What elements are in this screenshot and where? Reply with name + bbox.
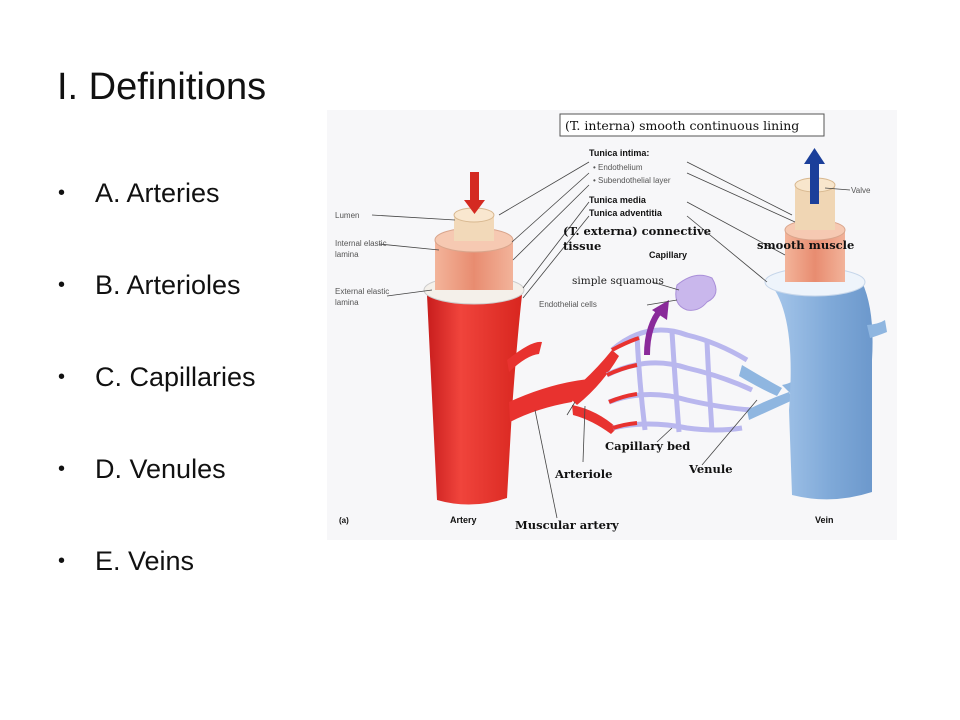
internal-elastic-lamina-label-line2: lamina [335, 250, 359, 259]
bullet-label: B. Arterioles [95, 270, 241, 300]
bullet-dot-icon: • [58, 354, 65, 400]
artery-label: Artery [450, 515, 477, 525]
artery-body [427, 295, 522, 505]
endothelium-label: • Endothelium [593, 163, 643, 172]
slide-title: I. Definitions [57, 66, 266, 109]
internal-elastic-lamina-label: Internal elastic [335, 239, 387, 248]
bullet-label: C. Capillaries [95, 362, 256, 392]
external-elastic-lamina-label-line2: lamina [335, 298, 359, 307]
valve-label: Valve [851, 186, 871, 195]
tunica-adventitia-label: Tunica adventitia [589, 208, 663, 218]
capillary-label: Capillary [649, 250, 687, 260]
simple-squamous-label: simple squamous [572, 275, 664, 287]
bullet-dot-icon: • [58, 446, 65, 492]
arteriole-label: Arteriole [554, 467, 612, 481]
vein-label: Vein [815, 515, 834, 525]
tunica-media-label: Tunica media [589, 195, 647, 205]
panel-label: (a) [339, 516, 349, 525]
bullet-dot-icon: • [58, 262, 65, 308]
bullet-item-veins: • E. Veins [58, 538, 256, 630]
bullet-dot-icon: • [58, 170, 65, 216]
tunica-interna-caption: (T. interna) smooth continuous lining [565, 118, 799, 133]
smooth-muscle-label: smooth muscle [757, 238, 854, 252]
bullet-dot-icon: • [58, 538, 65, 584]
t-externa-label: (T. externa) connective [563, 224, 711, 238]
blood-vessel-diagram-svg: (T. interna) smooth continuous lining Tu… [327, 110, 897, 540]
lumen-label: Lumen [335, 211, 359, 220]
venule-label: Venule [688, 462, 733, 476]
bullet-item-venules: • D. Venules [58, 446, 256, 538]
capillary-bed-label: Capillary bed [605, 439, 690, 453]
bullet-item-capillaries: • C. Capillaries [58, 354, 256, 446]
muscular-artery-label: Muscular artery [515, 518, 619, 532]
external-elastic-lamina-label: External elastic [335, 287, 389, 296]
endothelial-cells-label: Endothelial cells [539, 300, 597, 309]
subendothelial-label: • Subendothelial layer [593, 176, 671, 185]
bullet-item-arterioles: • B. Arterioles [58, 262, 256, 354]
definitions-list: • A. Arteries • B. Arterioles • C. Capillar… [58, 170, 256, 630]
bullet-label: E. Veins [95, 546, 194, 576]
blood-vessel-diagram: (T. interna) smooth continuous lining Tu… [327, 110, 897, 540]
bullet-item-arteries: • A. Arteries [58, 170, 256, 262]
tunica-intima-label: Tunica intima: [589, 148, 649, 158]
bullet-label: D. Venules [95, 454, 226, 484]
t-externa-label-line2: tissue [563, 239, 601, 253]
bullet-label: A. Arteries [95, 178, 220, 208]
